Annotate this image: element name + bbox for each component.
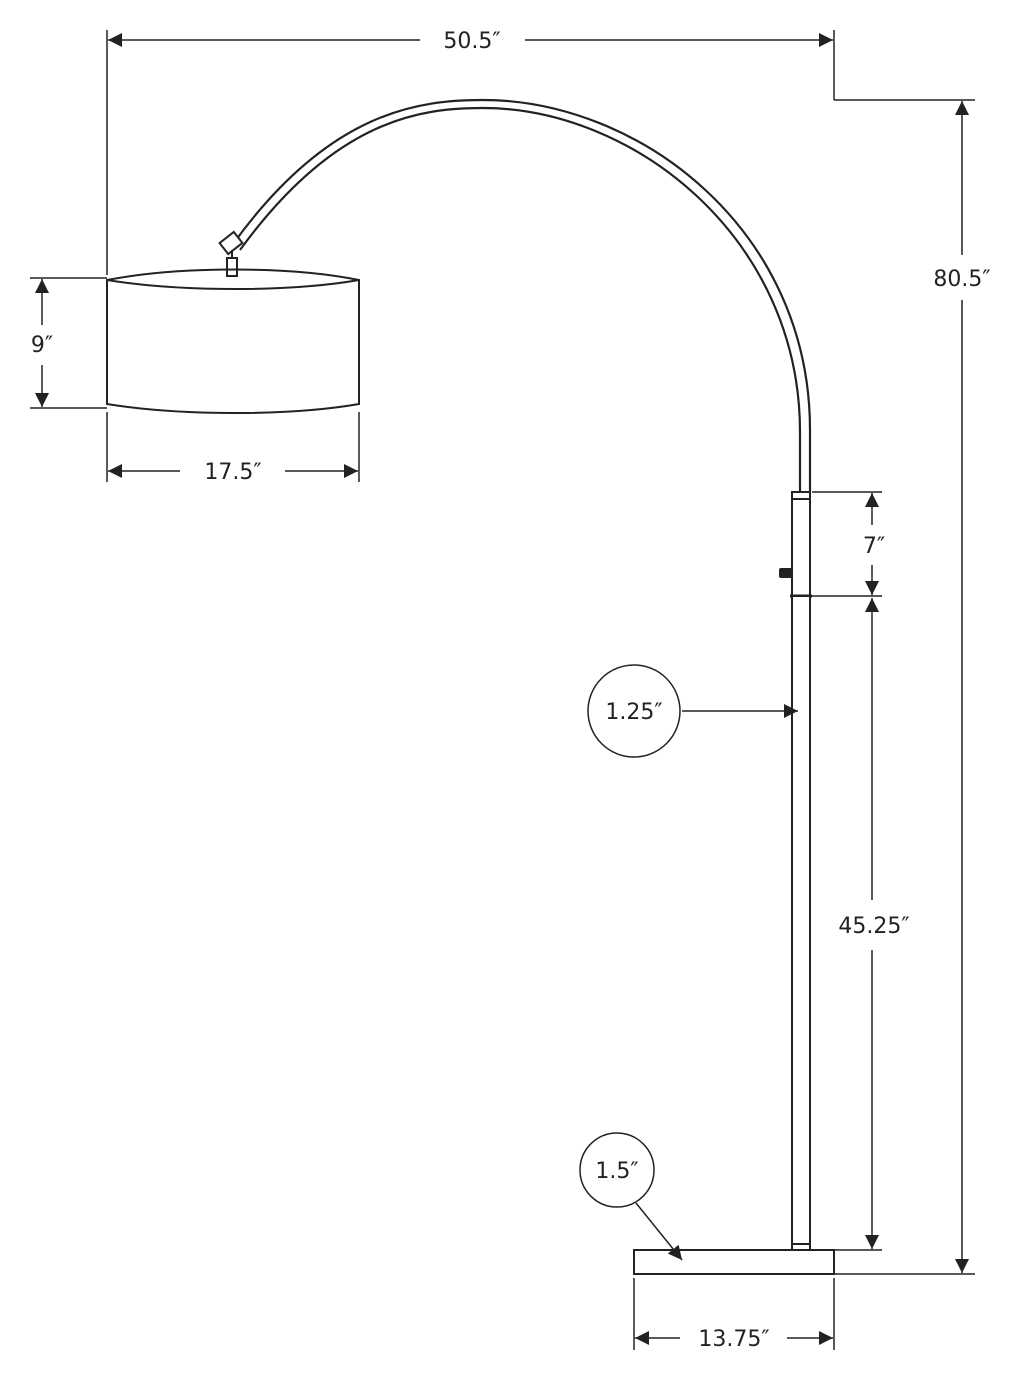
lamp-base <box>633 1249 835 1275</box>
shade-width-label: 17.5″ <box>204 460 261 485</box>
lamp-shade-top-rim <box>106 279 360 290</box>
switch-knob <box>779 568 792 578</box>
pole-diameter-label: 1.25″ <box>605 700 662 725</box>
shade-stem <box>226 257 238 277</box>
base-width-label: 13.75″ <box>698 1327 769 1352</box>
shade-connector <box>218 230 244 256</box>
pole-height-label: 45.25″ <box>838 914 909 939</box>
overall-height-label: 80.5″ <box>933 267 990 292</box>
lamp-shade <box>106 268 360 414</box>
shade-height-label: 9″ <box>31 333 53 358</box>
base-thickness-label: 1.5″ <box>595 1159 638 1184</box>
overall-width-label: 50.5″ <box>443 29 500 54</box>
base-thickness-leader <box>635 1202 683 1261</box>
dimension-labels: 50.5″ 80.5″ 9″ 17.5″ 7″ 45.25″ 1.25″ 1.5… <box>31 29 991 1352</box>
base-thickness-callout-circle <box>579 1132 655 1208</box>
pole-diameter-callout-circle <box>587 664 681 758</box>
lower-pole <box>791 595 811 1251</box>
adjustable-section-label: 7″ <box>863 534 885 559</box>
lamp-arc-inner <box>239 106 802 492</box>
upper-pole-section <box>791 491 811 597</box>
lamp-drawing <box>106 98 835 1275</box>
lamp-arc-outer <box>232 98 812 492</box>
dimension-lines <box>30 30 975 1350</box>
